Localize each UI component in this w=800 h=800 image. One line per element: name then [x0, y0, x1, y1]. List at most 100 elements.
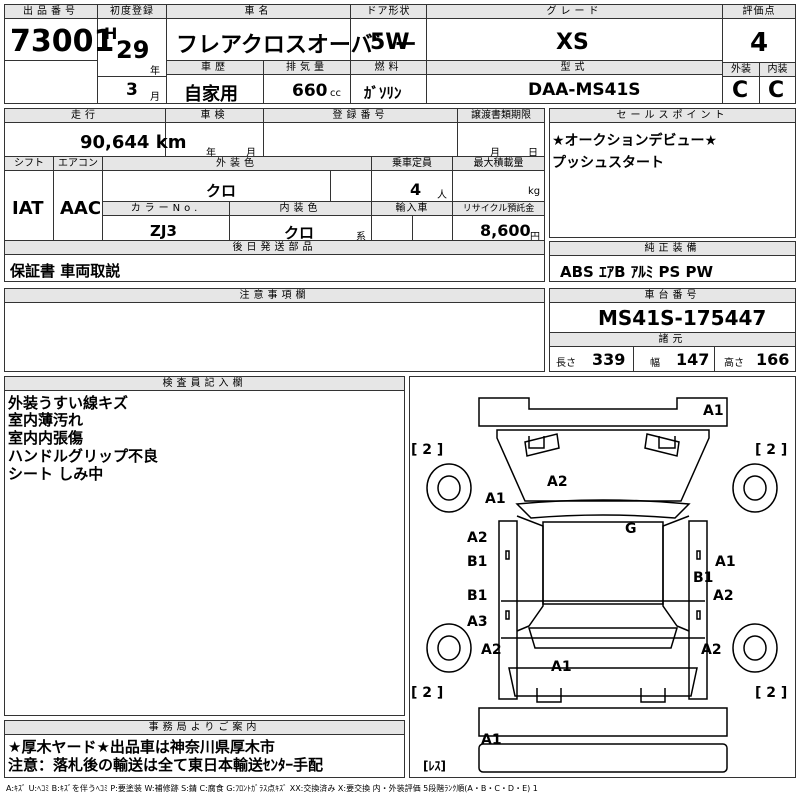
score: 4 [750, 28, 769, 58]
max-load-label: 最大積載量 [453, 157, 544, 171]
chassis-number: MS41S-175447 [598, 306, 767, 330]
score-label: 評価点 [723, 5, 795, 19]
chassis-block [549, 288, 796, 372]
equipment-block [549, 241, 796, 282]
door-type: 5W [370, 30, 410, 55]
damage-mark: A3 [467, 614, 488, 630]
color-no: ZJ3 [150, 222, 177, 240]
notes-label: 注意事項欄 [5, 289, 544, 303]
damage-mark: B1 [693, 570, 713, 586]
damage-mark: A2 [481, 642, 502, 658]
month-unit: 月 [150, 92, 160, 103]
details-block [4, 108, 545, 282]
sales-point-label: セールスポイント [550, 109, 795, 123]
first-reg-year: 29 [116, 36, 150, 64]
tire-mark: [ 2 ] [755, 685, 787, 701]
interior-label: 内装 [760, 63, 795, 77]
damage-mark: B1 [467, 554, 487, 570]
damage-mark: A1 [481, 732, 502, 748]
spec-label: 諸元 [550, 333, 795, 347]
sales-point-line-1: ★オークションデビュー★ [552, 133, 718, 149]
damage-mark: G [625, 521, 637, 537]
sales-point-block [549, 108, 796, 238]
ac: AAC [60, 198, 102, 219]
fuel: ｶﾞｿﾘﾝ [364, 84, 402, 102]
inspection-month-unit: 月 [246, 148, 256, 159]
car-diagram-block [409, 376, 796, 778]
mileage-label: 走行 [5, 109, 165, 123]
damage-mark: A1 [485, 491, 506, 507]
later-parts-label: 後日発送部品 [5, 241, 544, 255]
tire-mark: [ 2 ] [411, 685, 443, 701]
header-block [4, 4, 796, 104]
ext-color-label: 外装色 [103, 157, 371, 171]
exterior-grade: C [732, 78, 749, 103]
max-load-unit: kg [528, 186, 541, 197]
later-parts: 保証書 車両取説 [10, 262, 121, 280]
first-reg-label: 初度登録 [98, 5, 166, 19]
equipment-value: ABS ｴｱB ｱﾙﾐ PS PW [560, 263, 714, 281]
model-label: 型式 [427, 61, 722, 75]
damage-mark: A2 [713, 588, 734, 604]
width: 147 [676, 350, 710, 369]
mileage: 90,644 km [80, 132, 187, 153]
grade: XS [556, 30, 589, 55]
history-label: 車歴 [167, 61, 263, 75]
recycle-unit: 円 [530, 232, 540, 243]
reg-no-label: 登録番号 [264, 109, 457, 123]
interior-grade: C [768, 78, 785, 103]
height: 166 [756, 350, 790, 369]
equipment-label: 純正装備 [550, 242, 795, 256]
office-label: 事務局よりご案内 [5, 721, 404, 735]
office-block [4, 720, 405, 778]
car-name-label: 車名 [167, 5, 350, 19]
inspector-block [4, 376, 405, 716]
width-label: 幅 [650, 358, 660, 369]
damage-mark: A1 [551, 659, 572, 675]
transfer-month-unit: 月 [490, 148, 500, 159]
year-unit: 年 [150, 66, 160, 77]
transfer-day-unit: 日 [528, 148, 538, 159]
capacity: 4 [410, 180, 422, 199]
height-label: 高さ [724, 358, 744, 369]
era: H [104, 24, 118, 43]
grade-label: グレード [427, 5, 722, 19]
lot-label: 出品番号 [5, 5, 97, 19]
legend: A:ｷｽﾞ U:ﾍｺﾐ B:ｷｽﾞを伴うﾍｺﾐ P:要塗装 W:補修跡 S:錆 … [6, 784, 538, 793]
fuel-label: 燃料 [351, 61, 426, 75]
history: 自家用 [184, 84, 238, 105]
inspection-year-unit: 年 [206, 148, 216, 159]
sales-point-line-2: プッシュスタート [552, 155, 664, 171]
length-label: 長さ [556, 358, 576, 369]
tire-mark: [ﾚｽ] [423, 759, 446, 773]
car-name: フレアクロスオーバ゛ー [176, 33, 417, 58]
displacement-unit: cc [330, 88, 341, 99]
inspector-line-3: 室内内張傷 [8, 429, 84, 447]
ac-label: エアコン [54, 157, 102, 171]
chassis-label: 車台番号 [550, 289, 795, 303]
inspector-line-5: シート しみ中 [8, 465, 104, 483]
damage-mark: A2 [467, 530, 488, 546]
exterior-label: 外装 [723, 63, 759, 77]
inspector-line-4: ハンドルグリップ不良 [8, 447, 159, 465]
import-label: 輸入車 [372, 202, 452, 216]
damage-mark: A2 [547, 474, 568, 490]
inspection-label: 車検 [166, 109, 263, 123]
displacement-label: 排気量 [264, 61, 350, 75]
transfer-label: 譲渡書類期限 [458, 109, 544, 123]
displacement: 660 [292, 81, 328, 101]
int-color-unit: 系 [356, 232, 366, 243]
first-reg-month: 3 [126, 80, 138, 100]
inspector-line-2: 室内薄汚れ [8, 411, 84, 429]
model: DAA-MS41S [528, 80, 641, 100]
int-color-label: 内装色 [230, 202, 371, 216]
capacity-label: 乗車定員 [372, 157, 452, 171]
capacity-unit: 人 [437, 190, 447, 201]
shift-label: シフト [5, 157, 53, 171]
notes-block [4, 288, 545, 372]
damage-mark: B1 [467, 588, 487, 604]
inspector-line-1: 外装うすい線キズ [8, 394, 129, 412]
shift: IAT [12, 198, 44, 219]
recycle-fee: 8,600 [480, 221, 531, 240]
ext-color: クロ [206, 182, 237, 200]
